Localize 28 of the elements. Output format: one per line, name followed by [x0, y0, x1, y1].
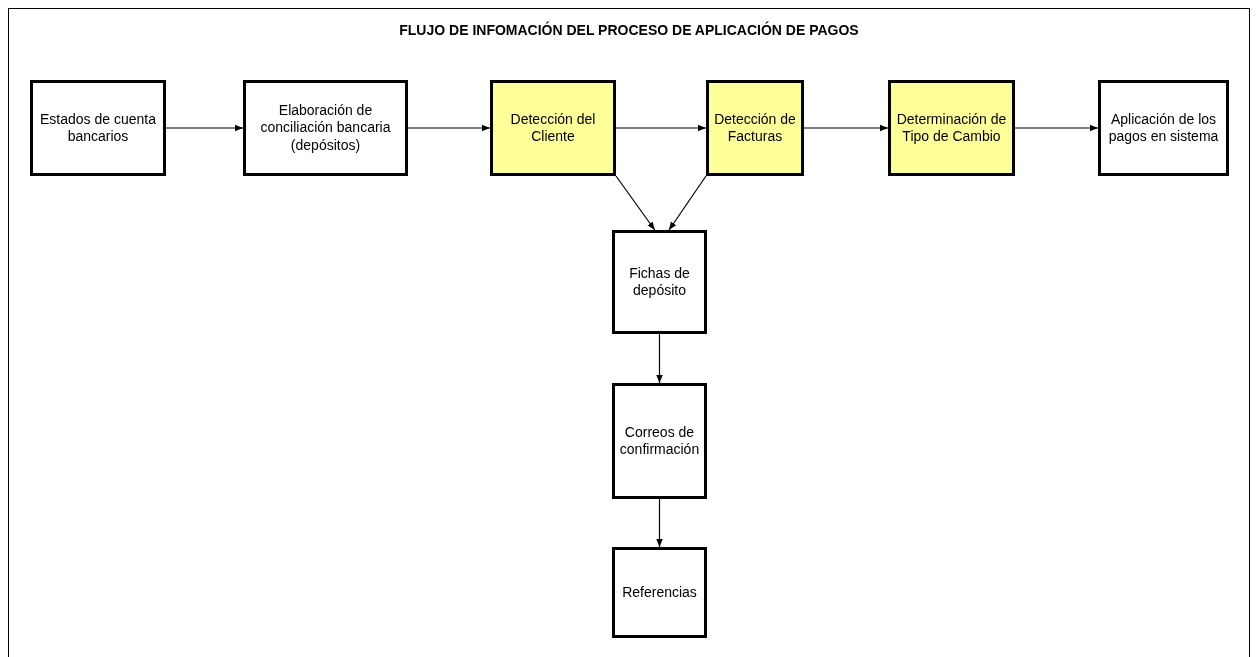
diagram-title: FLUJO DE INFOMACIÓN DEL PROCESO DE APLICACIÓN DE PAGOS: [398, 22, 860, 38]
arrow: [615, 175, 656, 231]
process-box: [30, 80, 166, 176]
process-box: [612, 230, 707, 334]
box-label: Elaboración de conciliación bancaria (depósitos): [259, 101, 392, 155]
box-label: Referencias: [622, 583, 697, 602]
box-label: Fichas de depósito: [628, 264, 691, 300]
box-label: Correos de confirmación: [618, 423, 701, 459]
box-label: Aplicación de los pagos en sistema: [1107, 110, 1220, 146]
arrow: [656, 333, 663, 384]
arrow: [165, 124, 244, 132]
arrow: [407, 124, 491, 132]
arrow: [615, 124, 707, 132]
arrow: [656, 498, 663, 548]
process-box: [706, 80, 804, 176]
process-box: [888, 80, 1015, 176]
process-box: [243, 80, 408, 176]
arrow: [1014, 124, 1099, 132]
box-label: Determinación de Tipo de Cambio: [895, 110, 1008, 146]
arrow: [668, 175, 707, 231]
process-box: [490, 80, 616, 176]
process-box: [1098, 80, 1229, 176]
box-label: Detección del Cliente: [509, 110, 597, 146]
process-box: [612, 383, 707, 499]
arrow: [803, 124, 889, 132]
box-label: Detección de Facturas: [713, 110, 797, 146]
box-label: Estados de cuenta bancarios: [39, 110, 157, 146]
process-box: [612, 547, 707, 638]
